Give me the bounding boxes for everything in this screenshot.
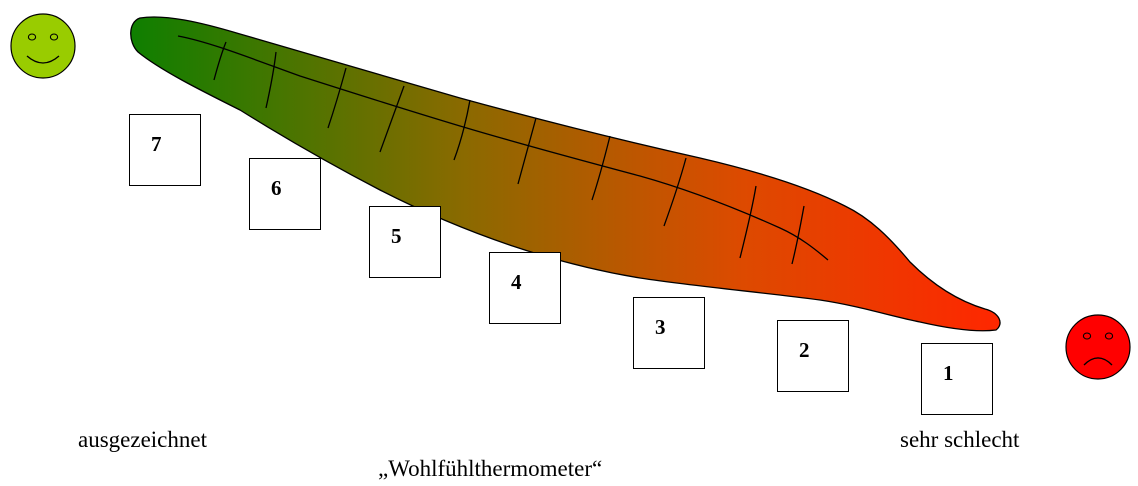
- scale-box-label: 3: [655, 315, 666, 340]
- scale-box-7[interactable]: 7: [129, 114, 201, 186]
- sad-face-icon: [1064, 313, 1132, 381]
- scale-box-label: 7: [151, 132, 162, 157]
- happy-face-icon: [9, 12, 77, 80]
- scale-box-1[interactable]: 1: [921, 343, 993, 415]
- scale-box-label: 4: [511, 270, 522, 295]
- scale-box-label: 1: [943, 361, 954, 386]
- label-excellent: ausgezeichnet: [78, 427, 207, 453]
- label-very-bad: sehr schlecht: [900, 427, 1019, 453]
- scale-box-2[interactable]: 2: [777, 320, 849, 392]
- scale-box-3[interactable]: 3: [633, 297, 705, 369]
- scale-box-label: 6: [271, 176, 282, 201]
- diagram-title: „Wohlfühlthermometer“: [378, 456, 602, 482]
- scale-box-label: 5: [391, 224, 402, 249]
- scale-box-5[interactable]: 5: [369, 206, 441, 278]
- scale-box-label: 2: [799, 338, 810, 363]
- scale-box-4[interactable]: 4: [489, 252, 561, 324]
- scale-box-6[interactable]: 6: [249, 158, 321, 230]
